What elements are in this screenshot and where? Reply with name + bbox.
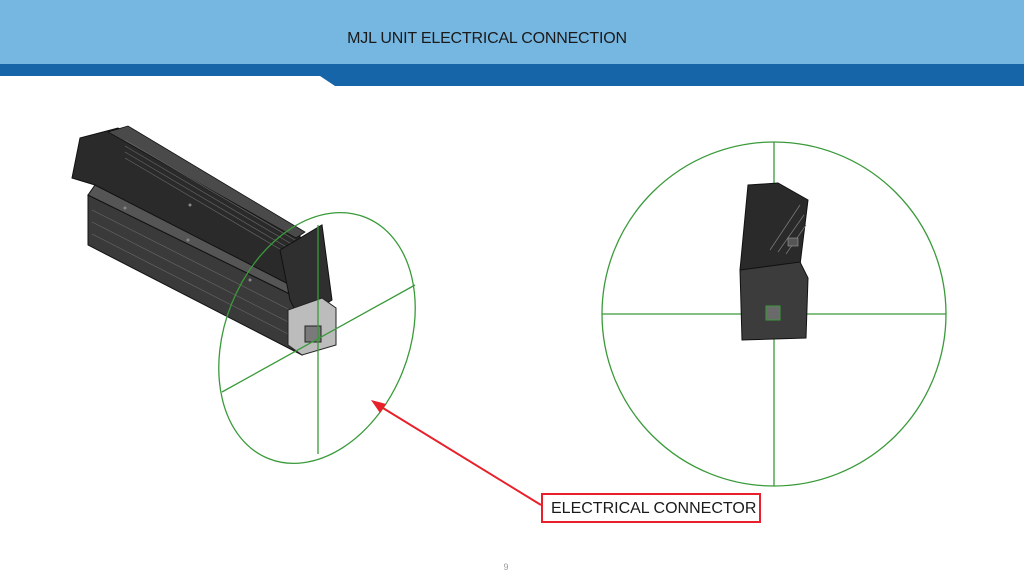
slide-title: MJL UNIT ELECTRICAL CONNECTION: [347, 30, 627, 47]
page-number: 9: [503, 562, 509, 572]
callout-arrow: [371, 400, 542, 506]
mjl-unit-isometric: [71, 125, 337, 356]
callout-box: ELECTRICAL CONNECTOR: [541, 493, 761, 523]
header-bar: [0, 0, 1024, 64]
connector-highlight-ellipse-left: [218, 211, 416, 465]
header-accent-band: [0, 64, 1024, 86]
callout-label: ELECTRICAL CONNECTOR: [551, 500, 757, 517]
mjl-unit-end-view: [739, 182, 809, 341]
